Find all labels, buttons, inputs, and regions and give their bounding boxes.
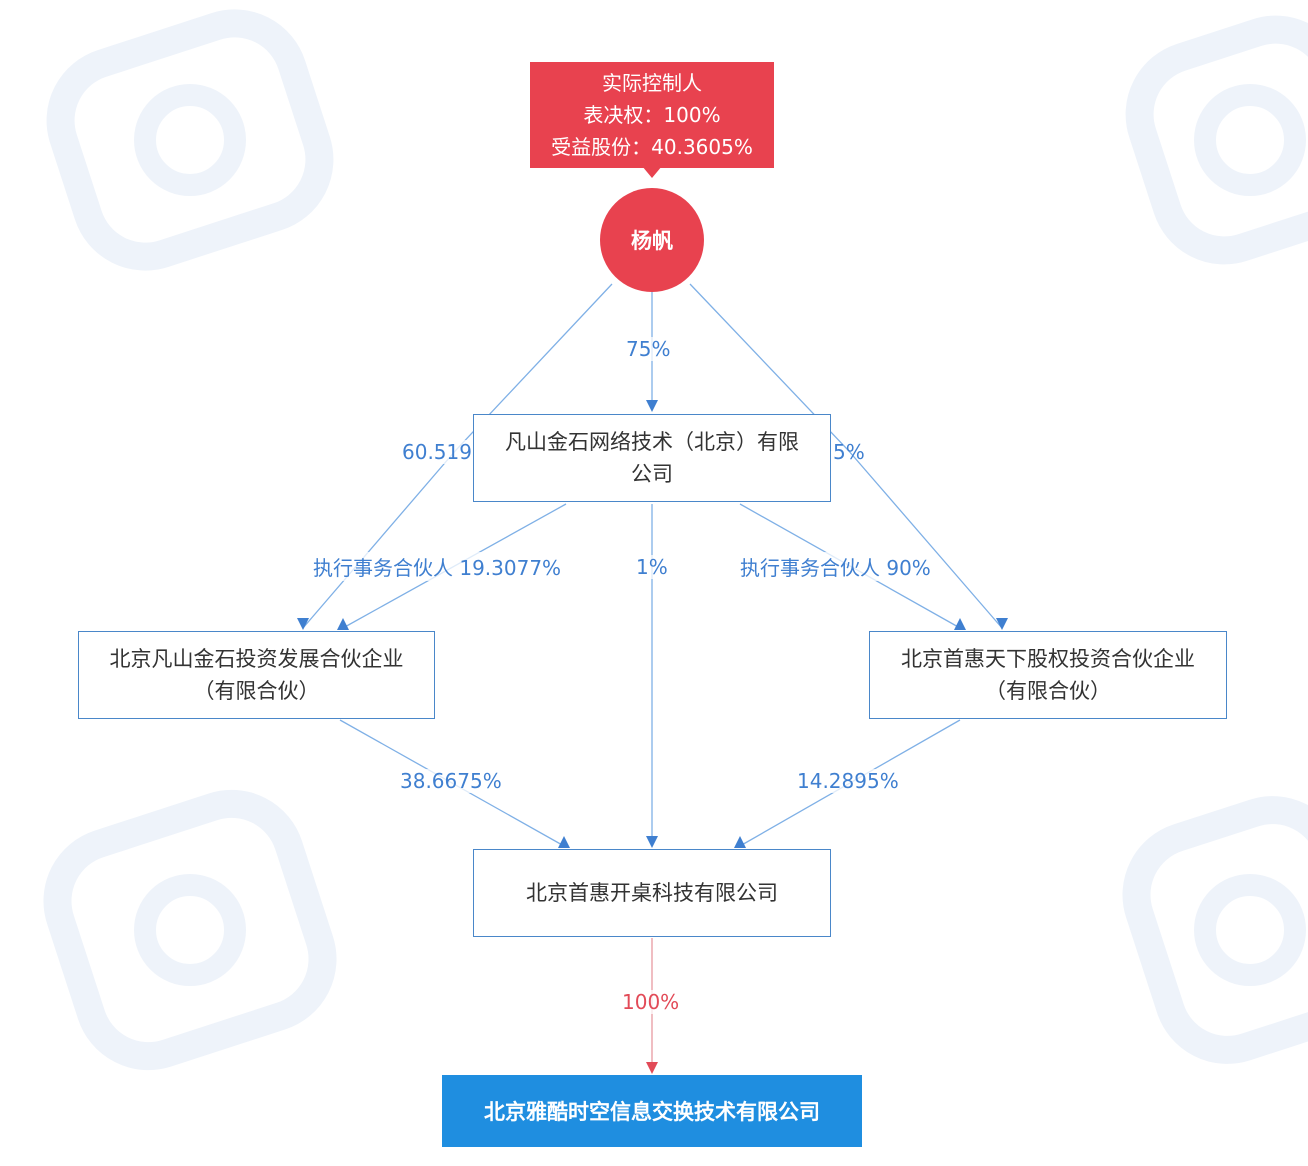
node-label: 北京凡山金石投资发展合伙企业（有限合伙）	[109, 647, 404, 703]
arrow-icon	[337, 618, 349, 630]
arrow-icon	[734, 836, 746, 848]
watermark-icon	[1122, 796, 1308, 1064]
edge-label-kaizhuo-target: 100%	[622, 990, 680, 1014]
edge-label-person-tech: 75%	[626, 337, 671, 361]
node-label: 北京首惠开桌科技有限公司	[526, 881, 778, 905]
edge-label-tech-kaizhuo: 1%	[636, 555, 668, 579]
arrow-icon	[954, 618, 966, 630]
watermark-icon	[1125, 15, 1308, 265]
edge-label-person-shouhui: 5%	[833, 440, 865, 464]
arrow-icon	[646, 836, 658, 848]
node-shouhui-equity[interactable]: 北京首惠天下股权投资合伙企业（有限合伙）	[869, 631, 1227, 719]
arrow-icon	[297, 618, 309, 630]
edge-label-fanshan-kaizhuo: 38.6675%	[400, 769, 502, 793]
node-label: 凡山金石网络技术（北京）有限公司	[505, 430, 799, 486]
arrow-icon	[646, 400, 658, 412]
person-name: 杨帆	[631, 229, 673, 253]
node-fanshan-tech[interactable]: 凡山金石网络技术（北京）有限公司	[473, 414, 831, 502]
arrow-icon	[996, 618, 1008, 630]
node-shouhui-kaizhuo[interactable]: 北京首惠开桌科技有限公司	[473, 849, 831, 937]
node-target-company[interactable]: 北京雅酷时空信息交换技术有限公司	[442, 1075, 862, 1147]
node-label: 北京首惠天下股权投资合伙企业（有限合伙）	[901, 647, 1195, 703]
edge-person-shouhui-equity	[689, 283, 1003, 629]
edge-label-shouhui-kaizhuo: 14.2895%	[797, 769, 899, 793]
watermark-icon	[46, 9, 334, 271]
edge-label-tech-shouhui: 执行事务合伙人 90%	[740, 552, 931, 581]
controller-title: 实际控制人	[602, 71, 702, 95]
edge-label-tech-fanshan: 执行事务合伙人 19.3077%	[313, 552, 562, 581]
actual-controller-tag: 实际控制人 表决权：100% 受益股份：40.3605%	[530, 62, 774, 168]
arrow-icon	[646, 1062, 658, 1074]
node-fanshan-invest[interactable]: 北京凡山金石投资发展合伙企业（有限合伙）	[78, 631, 435, 719]
beneficial-shares: 受益股份：40.3605%	[551, 135, 753, 159]
node-label: 北京雅酷时空信息交换技术有限公司	[484, 1100, 820, 1124]
person-node[interactable]: 杨帆	[600, 188, 704, 292]
tag-pointer-icon	[642, 166, 662, 178]
watermark-icon	[43, 789, 337, 1071]
arrow-icon	[558, 836, 570, 848]
edge-label-person-fanshan: 60.519	[402, 440, 472, 464]
voting-rights: 表决权：100%	[583, 103, 721, 127]
